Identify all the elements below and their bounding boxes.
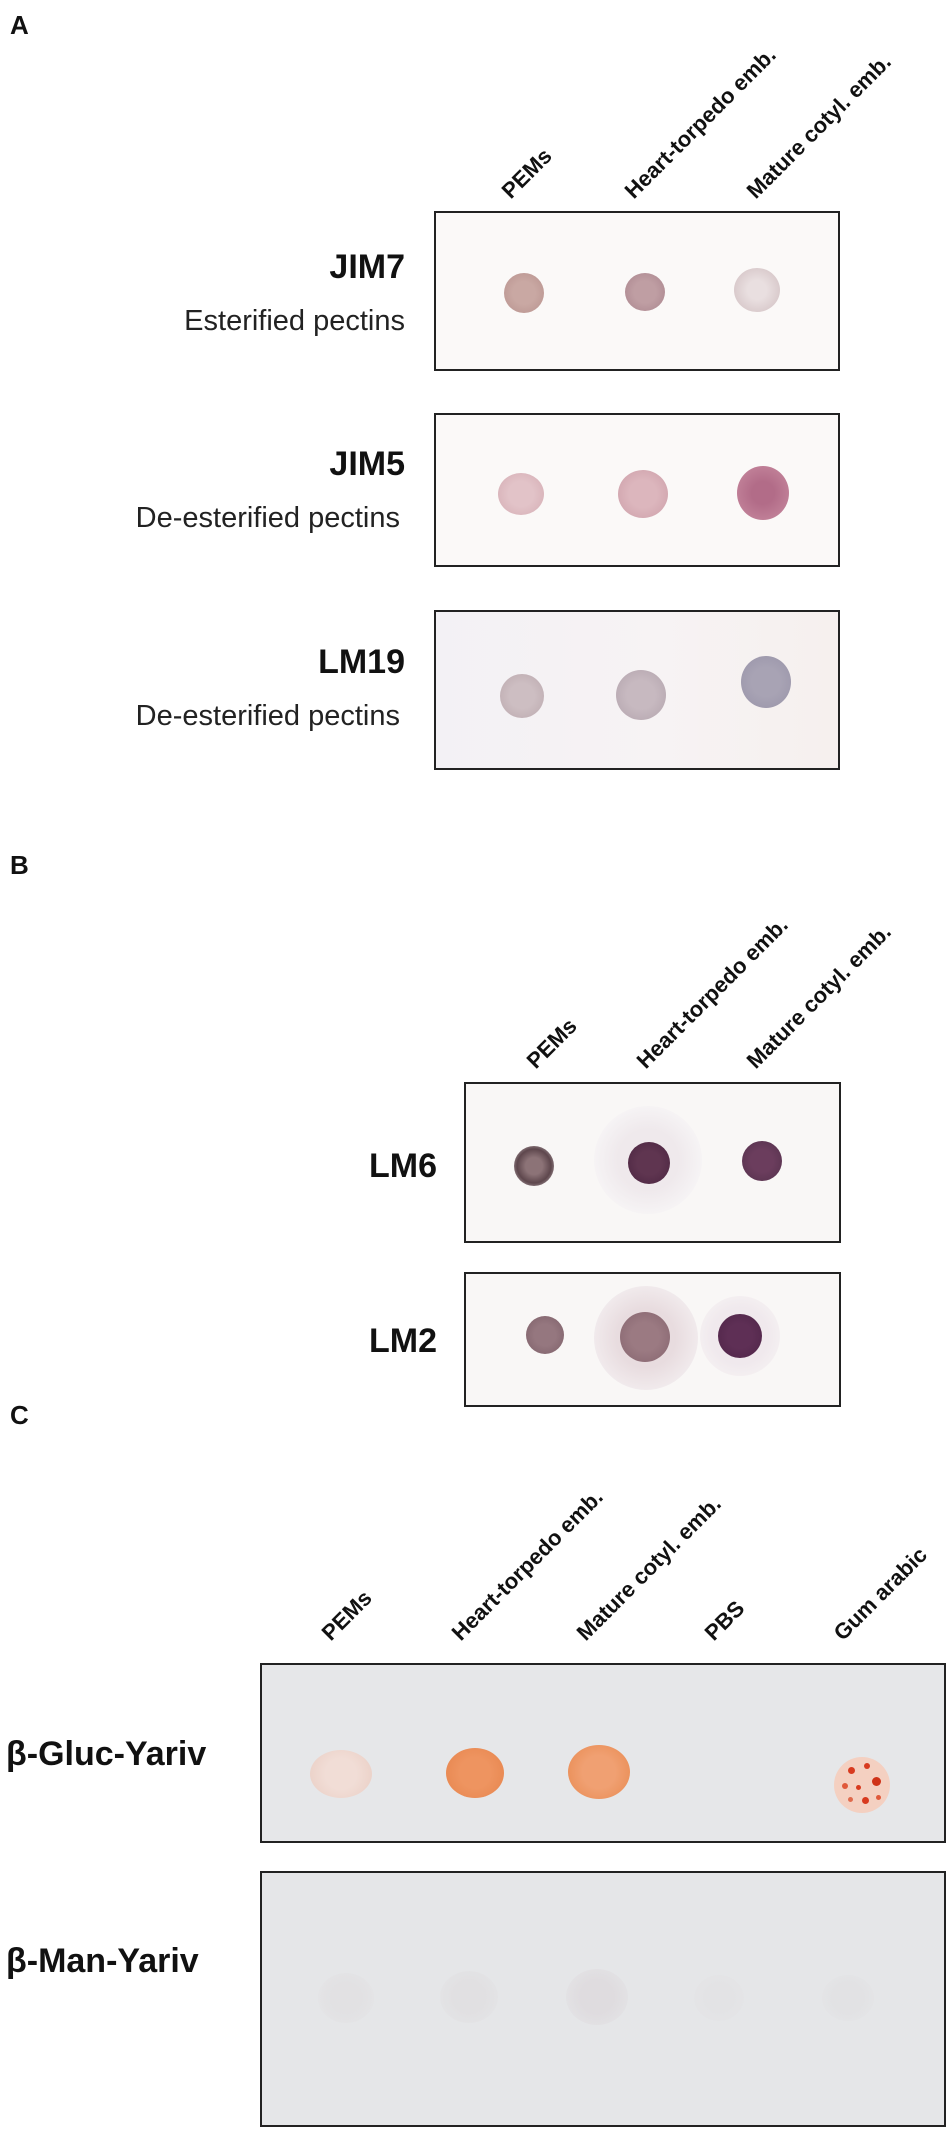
gum-arabic-speckle: [864, 1763, 870, 1769]
lm19-description: De-esterified pectins: [135, 700, 400, 732]
lm19-membrane: [434, 610, 840, 770]
beta-man-yariv-dot-heart-torpedo: [440, 1971, 498, 2023]
lm19-dot-pems: [500, 674, 544, 718]
panel-c-column-label-pbs: PBS: [699, 1595, 750, 1646]
jim5-dot-heart-torpedo: [618, 470, 668, 518]
beta-man-yariv-label: β-Man-Yariv: [6, 1942, 199, 1980]
panel-b-column-label-pems: PEMs: [521, 1013, 582, 1074]
beta-gluc-yariv-dot-pems: [310, 1750, 372, 1798]
beta-man-yariv-dot-pbs: [694, 1975, 744, 2021]
beta-man-yariv-dot-gum-arabic: [822, 1975, 874, 2021]
beta-man-yariv-membrane: [260, 1871, 946, 2127]
jim7-dot-pems: [504, 273, 544, 313]
lm6-dot-pems: [514, 1146, 554, 1186]
panel-c-letter: C: [10, 1400, 29, 1430]
beta-gluc-yariv-membrane: [260, 1663, 946, 1843]
jim7-membrane: [434, 211, 840, 371]
jim7-dot-mature-cotyl: [734, 268, 780, 312]
panel-b-letter: B: [10, 850, 29, 880]
panel-c-column-label-pems: PEMs: [316, 1585, 377, 1646]
gum-arabic-speckle: [876, 1795, 881, 1800]
beta-gluc-yariv-dot-gum-arabic: [834, 1757, 890, 1813]
gum-arabic-speckle: [848, 1767, 855, 1774]
lm2-dot-heart-torpedo: [620, 1312, 670, 1362]
jim7-antibody-label: JIM7: [329, 248, 405, 286]
gum-arabic-speckle: [848, 1797, 853, 1802]
gum-arabic-speckle: [856, 1785, 861, 1790]
panel-a-letter: A: [10, 10, 29, 40]
jim5-antibody-label: JIM5: [329, 445, 405, 483]
lm6-membrane: [464, 1082, 841, 1243]
beta-gluc-yariv-dot-heart-torpedo: [446, 1748, 504, 1798]
lm19-antibody-label: LM19: [318, 643, 405, 681]
panel-c-column-label-gum-arabic: Gum arabic: [828, 1542, 932, 1646]
beta-man-yariv-dot-mature-cotyl: [566, 1969, 628, 2025]
lm6-antibody-label: LM6: [369, 1147, 437, 1185]
lm6-dot-mature-cotyl: [742, 1141, 782, 1181]
jim5-description: De-esterified pectins: [135, 502, 400, 534]
lm2-antibody-label: LM2: [369, 1322, 437, 1360]
lm2-dot-pems: [526, 1316, 564, 1354]
gum-arabic-speckle: [862, 1797, 869, 1804]
jim7-dot-heart-torpedo: [625, 273, 665, 311]
jim5-membrane: [434, 413, 840, 567]
beta-gluc-yariv-label: β-Gluc-Yariv: [6, 1735, 207, 1773]
jim5-dot-mature-cotyl: [737, 466, 789, 520]
gum-arabic-speckle: [872, 1777, 881, 1786]
panel-a-column-label-pems: PEMs: [496, 143, 557, 204]
lm2-dot-mature-cotyl: [718, 1314, 762, 1358]
lm19-dot-mature-cotyl: [741, 656, 791, 708]
jim7-description: Esterified pectins: [184, 305, 405, 337]
jim5-dot-pems: [498, 473, 544, 515]
gum-arabic-speckle: [842, 1783, 848, 1789]
lm19-dot-heart-torpedo: [616, 670, 666, 720]
beta-gluc-yariv-dot-mature-cotyl: [568, 1745, 630, 1799]
lm2-membrane: [464, 1272, 841, 1407]
beta-man-yariv-dot-pems: [318, 1973, 374, 2023]
lm6-dot-heart-torpedo: [628, 1142, 670, 1184]
